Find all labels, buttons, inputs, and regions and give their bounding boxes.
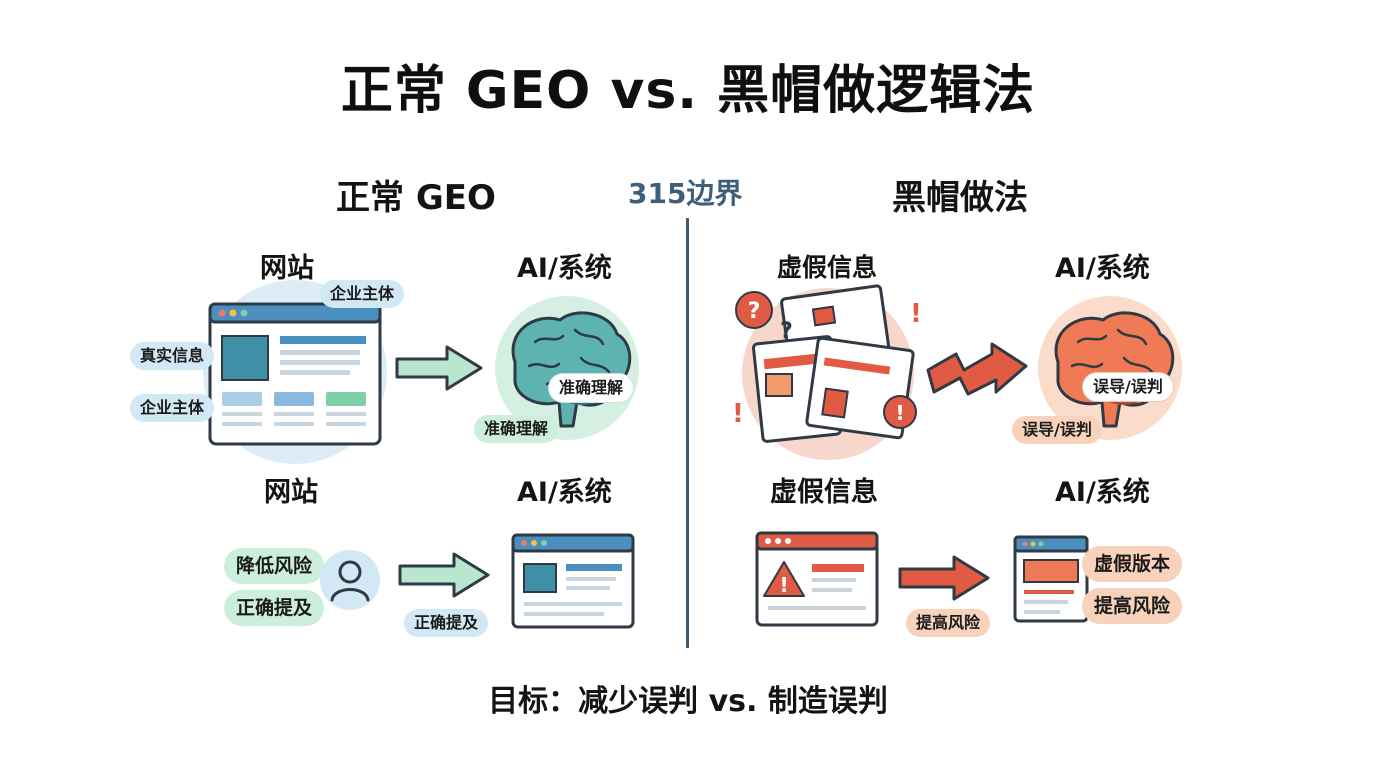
svg-text:!: ! (895, 401, 904, 425)
right-arrow-icon (395, 345, 483, 391)
pill-accurate-understanding-inner: 准确理解 (548, 373, 635, 403)
pill-fake-version: 虚假版本 (1082, 546, 1183, 582)
svg-text:?: ? (780, 319, 793, 344)
pill-raise-risk: 提高风险 (1082, 588, 1183, 624)
right-column-title: 黑帽做法 (892, 178, 1028, 218)
footer-goal: 目标：减少误判 vs. 制造误判 (488, 684, 888, 719)
right-top-source-label: 虚假信息 (777, 253, 878, 282)
svg-text:!: ! (779, 573, 788, 597)
left-top-source-label: 网站 (260, 253, 314, 284)
left-top-target-label: AI/系统 (517, 253, 612, 284)
pill-correct-mention: 正确提及 (224, 590, 325, 626)
pill-mislead: 误导/误判 (1012, 416, 1102, 444)
pill-reduce-risk: 降低风险 (224, 548, 325, 584)
pill-enterprise-entity-left: 企业主体 (130, 394, 215, 422)
right-arrow-icon (898, 555, 990, 601)
pill-mislead-inner: 误导/误判 (1082, 372, 1174, 402)
center-boundary-title: 315边界 (628, 177, 743, 210)
center-divider (686, 218, 689, 648)
svg-text:!: ! (732, 399, 744, 429)
zigzag-arrow-icon (926, 342, 1028, 396)
browser-window-icon (511, 533, 635, 629)
pill-raise-risk-arrow: 提高风险 (906, 609, 991, 637)
pill-enterprise-entity-top: 企业主体 (320, 280, 405, 308)
user-icon (320, 550, 380, 610)
left-column-title: 正常 GEO (336, 178, 496, 218)
right-bottom-source-label: 虚假信息 (770, 477, 878, 508)
pill-true-info: 真实信息 (130, 342, 215, 370)
svg-text:!: ! (910, 299, 922, 329)
fake-page-icon (1013, 535, 1089, 623)
website-window-icon (203, 280, 387, 464)
right-bottom-target-label: AI/系统 (1055, 477, 1150, 508)
right-arrow-icon (398, 552, 490, 598)
pill-correct-mention-arrow: 正确提及 (404, 609, 489, 637)
left-bottom-source-label: 网站 (264, 477, 318, 508)
fake-documents-icon: ? ! ! ! ? (732, 284, 922, 460)
svg-text:?: ? (748, 299, 761, 324)
left-bottom-target-label: AI/系统 (517, 477, 612, 508)
warning-window-icon: ! (755, 531, 879, 627)
pill-accurate-understanding: 准确理解 (474, 415, 559, 443)
page-title: 正常 GEO vs. 黑帽做逻辑法 (340, 61, 1036, 121)
right-top-target-label: AI/系统 (1055, 253, 1150, 284)
